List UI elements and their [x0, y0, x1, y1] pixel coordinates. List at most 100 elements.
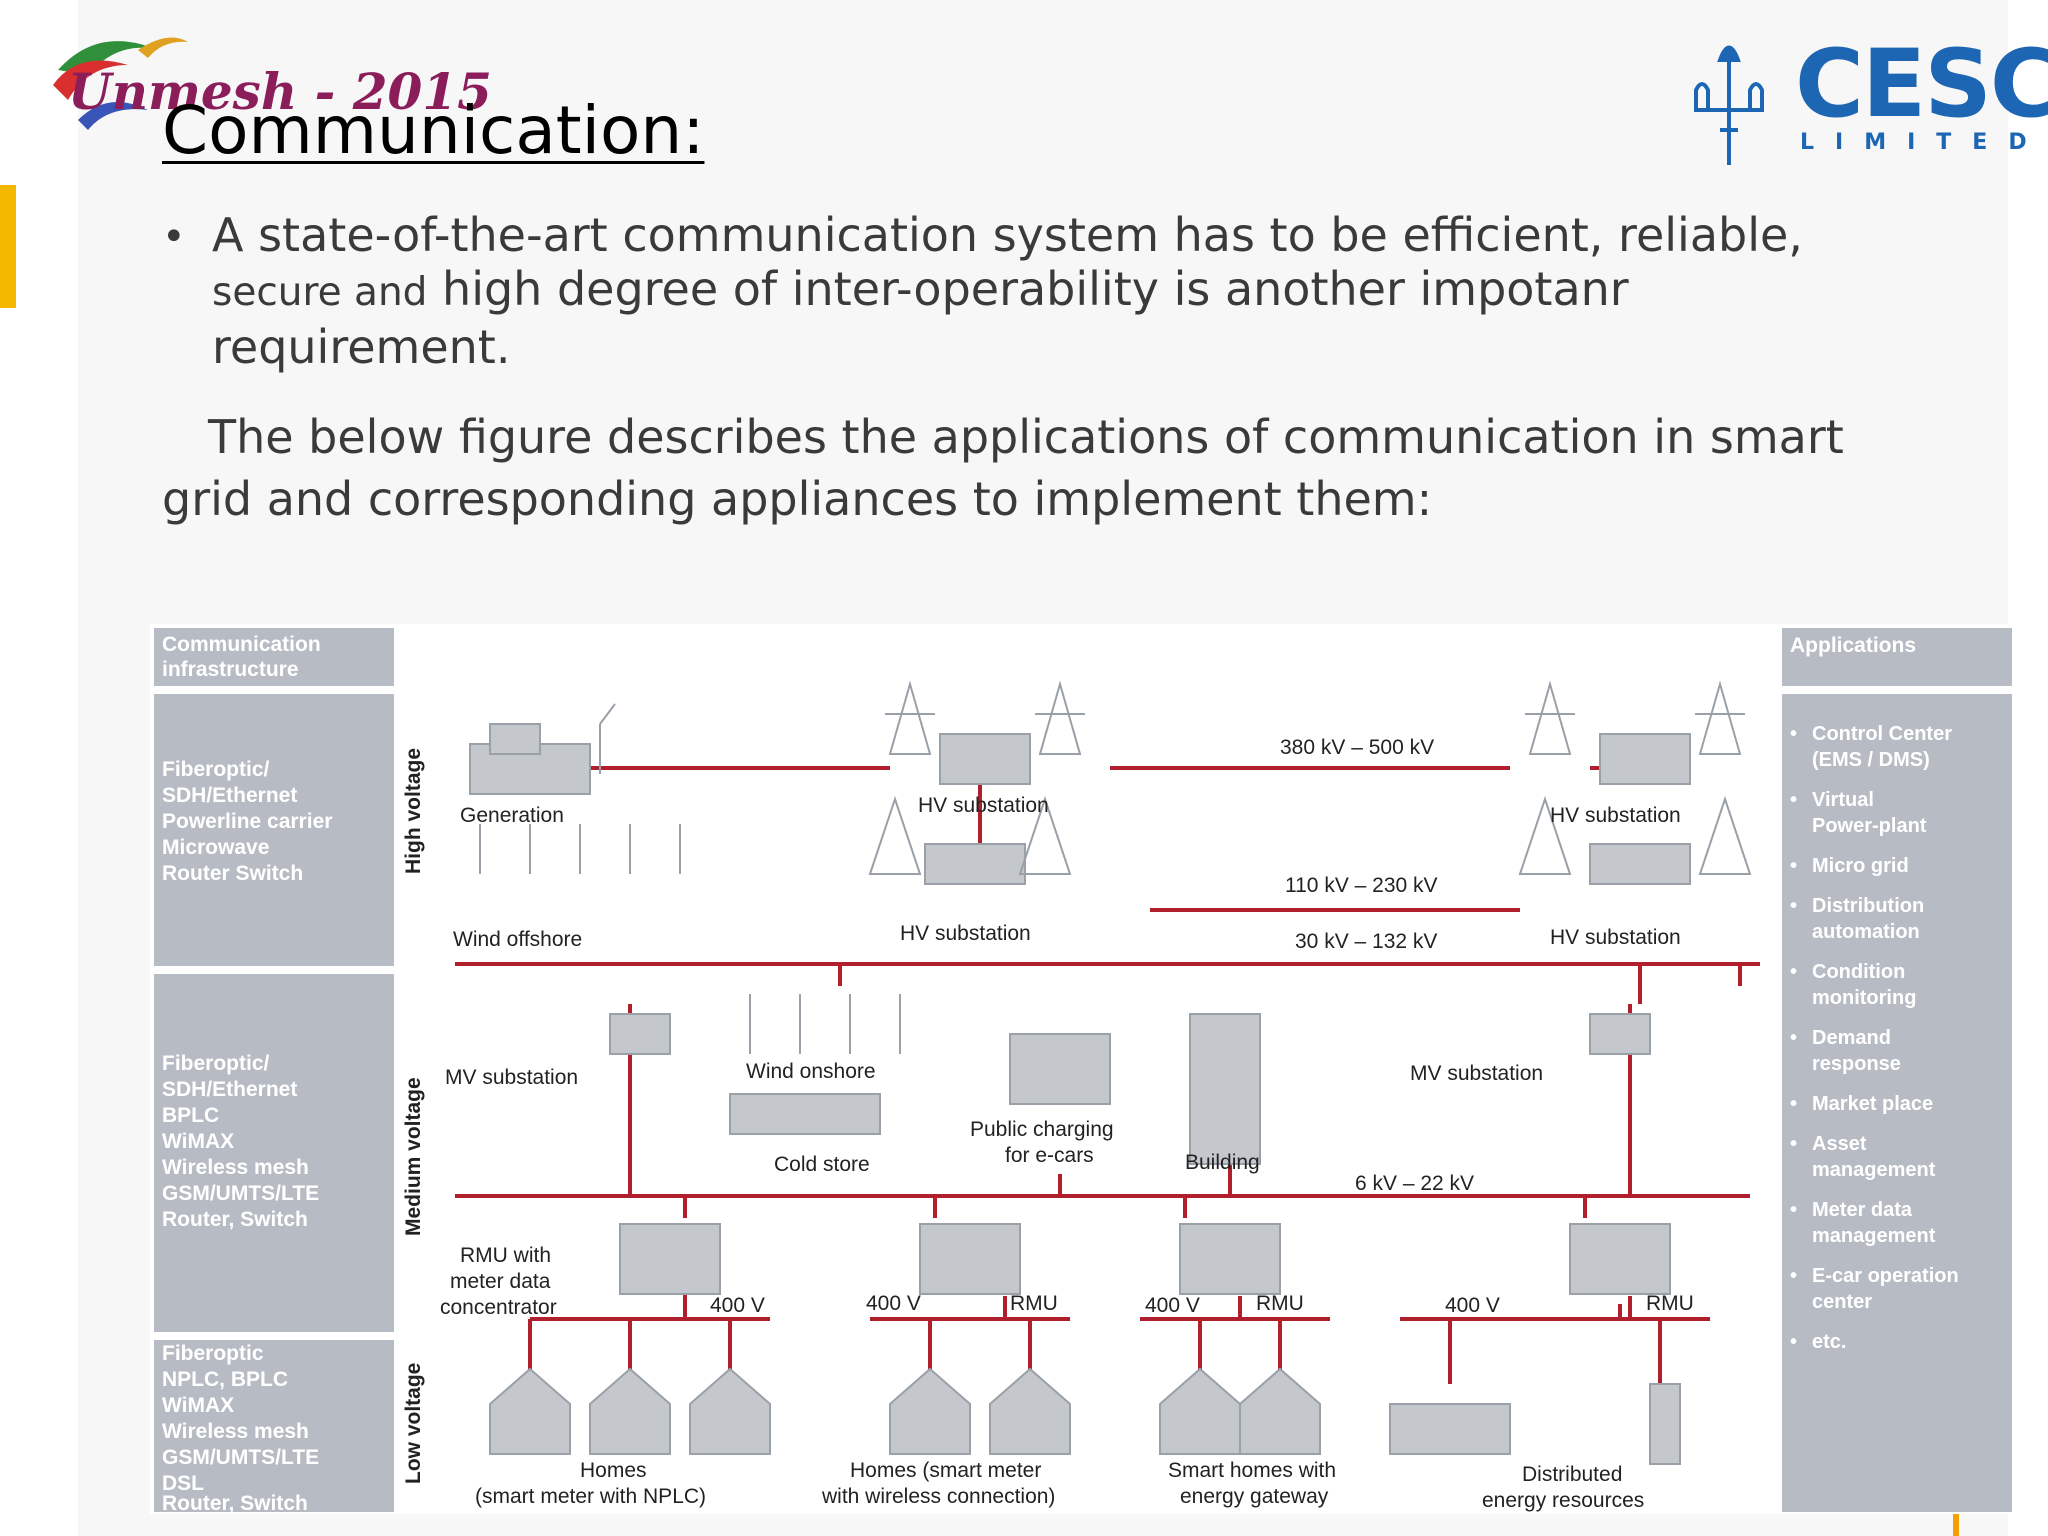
hv-tech-1: SDH/Ethernet — [162, 784, 297, 807]
label-400v-d: 400 V — [1445, 1294, 1500, 1317]
label-rmu-b: RMU — [1010, 1292, 1058, 1315]
application-item-4-line-0: Condition — [1812, 961, 1905, 983]
hv-tech-0: Fiberoptic/ — [162, 758, 270, 781]
cold-store-icon — [729, 1093, 881, 1135]
pylon-icon — [1695, 680, 1745, 755]
substation-icon — [1599, 733, 1691, 785]
house-icon — [489, 1367, 571, 1455]
lv-tech-1: NPLC, BPLC — [162, 1368, 288, 1391]
application-item-5-line-1: response — [1812, 1053, 1901, 1075]
application-item-9-line-0: E-car operation — [1812, 1265, 1959, 1287]
smart-grid-diagram: Communication infrastructure Application… — [154, 628, 2012, 1515]
applications-panel — [1782, 694, 2012, 1512]
medium-voltage-panel — [154, 974, 394, 1332]
bullet-marker: • — [162, 214, 186, 260]
mv-substation-icon — [1589, 1013, 1651, 1055]
application-item-0-line-0: Control Center — [1812, 723, 1952, 745]
application-bullet-1: • — [1790, 789, 1797, 811]
label-wind-offshore: Wind offshore — [453, 928, 582, 951]
label-110-230kv: 110 kV – 230 kV — [1285, 874, 1438, 897]
application-bullet-4: • — [1790, 961, 1797, 983]
label-rmu-meter-3: concentrator — [440, 1296, 557, 1319]
application-item-1-line-0: Virtual — [1812, 789, 1874, 811]
mv-tech-1: SDH/Ethernet — [162, 1078, 297, 1101]
application-item-7-line-0: Asset — [1812, 1133, 1867, 1155]
medium-voltage-tech-list: Fiberoptic/ SDH/Ethernet BPLC WiMAX Wire… — [162, 1052, 319, 1231]
mv-tech-2: BPLC — [162, 1104, 219, 1127]
lv-tech-2: WiMAX — [162, 1394, 234, 1417]
right-header-panel — [1782, 628, 2012, 686]
substation-icon — [1589, 843, 1691, 885]
hv-tech-4: Router Switch — [162, 862, 303, 885]
accent-bar — [0, 185, 16, 308]
building-icon — [1189, 1013, 1261, 1165]
lv-tech-3: Wireless mesh — [162, 1420, 309, 1443]
label-380-500kv: 380 kV – 500 kV — [1280, 736, 1434, 759]
mv-substation-icon — [609, 1013, 671, 1055]
pylon-icon — [885, 680, 935, 755]
application-item-7-line-1: management — [1812, 1159, 1936, 1181]
label-hv-substation-4: HV substation — [1550, 926, 1681, 949]
label-hv-substation-2: HV substation — [1550, 804, 1681, 827]
paragraph-line-2: grid and corresponding appliances to imp… — [162, 472, 1433, 526]
application-item-9-line-1: center — [1812, 1291, 1872, 1313]
label-400v-c: 400 V — [1145, 1294, 1200, 1317]
bullet-line-2-small: secure and — [212, 270, 428, 315]
label-rmu-meter-2: meter data — [450, 1270, 551, 1293]
substation-icon — [924, 843, 1026, 885]
application-item-0-line-1: (EMS / DMS) — [1812, 749, 1930, 771]
label-smart-homes-1: Smart homes with — [1168, 1459, 1336, 1482]
rmu-icon — [1569, 1223, 1671, 1295]
unmesh-logo-icon — [53, 37, 188, 130]
label-rmu-d: RMU — [1646, 1292, 1694, 1315]
application-item-3-line-0: Distribution — [1812, 895, 1924, 917]
page-title: Communication: — [162, 92, 705, 169]
lv-tech-0: Fiberoptic — [162, 1342, 264, 1365]
left-header-panel — [154, 628, 394, 686]
pylon-icon — [1518, 795, 1572, 875]
pylon-icon — [1035, 680, 1085, 755]
label-distributed-1: Distributed — [1522, 1463, 1622, 1486]
mv-tech-6: Router, Switch — [162, 1208, 308, 1231]
application-item-8-line-0: Meter data — [1812, 1199, 1913, 1221]
application-item-4-line-1: monitoring — [1812, 987, 1916, 1009]
label-wind-onshore: Wind onshore — [746, 1060, 876, 1083]
label-rmu-meter-1: RMU with — [460, 1244, 551, 1267]
accent-bar-bottom — [1953, 1510, 1959, 1536]
label-hv-substation-3: HV substation — [900, 922, 1031, 945]
application-bullet-3: • — [1790, 895, 1797, 917]
high-voltage-panel — [154, 694, 394, 966]
house-icon — [689, 1367, 771, 1455]
label-6-22kv: 6 kV – 22 kV — [1355, 1172, 1474, 1195]
power-lines — [455, 766, 1760, 1384]
left-header-line-2: infrastructure — [162, 658, 299, 681]
label-homes-2: (smart meter with NPLC) — [475, 1485, 706, 1508]
application-bullet-8: • — [1790, 1199, 1797, 1221]
label-mv-substation-2: MV substation — [1410, 1062, 1543, 1085]
application-item-5-line-0: Demand — [1812, 1027, 1891, 1049]
label-homes-smart-1: Homes (smart meter — [850, 1459, 1041, 1482]
application-bullet-10: • — [1790, 1331, 1797, 1353]
rmu-icon — [1179, 1223, 1281, 1295]
mv-tech-4: Wireless mesh — [162, 1156, 309, 1179]
house-icon — [589, 1367, 671, 1455]
generation-building-icon — [489, 723, 541, 755]
pylon-icon — [868, 795, 922, 875]
label-30-132kv: 30 kV – 132 kV — [1295, 930, 1437, 953]
right-header: Applications — [1790, 634, 1916, 657]
pylon-icon — [1018, 795, 1072, 875]
lv-tech-6: Router, Switch — [162, 1492, 308, 1514]
label-400v-b: 400 V — [866, 1292, 921, 1315]
pylon-icon — [1698, 795, 1752, 875]
label-smart-homes-2: energy gateway — [1180, 1485, 1329, 1508]
mv-tech-3: WiMAX — [162, 1130, 234, 1153]
label-generation: Generation — [460, 804, 564, 827]
application-bullet-2: • — [1790, 855, 1797, 877]
application-bullet-7: • — [1790, 1133, 1797, 1155]
house-icon — [1239, 1367, 1321, 1455]
smart-grid-figure: Communication infrastructure Application… — [150, 624, 2016, 1515]
house-icon — [889, 1367, 971, 1455]
high-voltage-label: High voltage — [402, 748, 425, 874]
lv-tech-4: GSM/UMTS/LTE — [162, 1446, 319, 1469]
cesc-lamp-icon — [1694, 45, 1764, 165]
